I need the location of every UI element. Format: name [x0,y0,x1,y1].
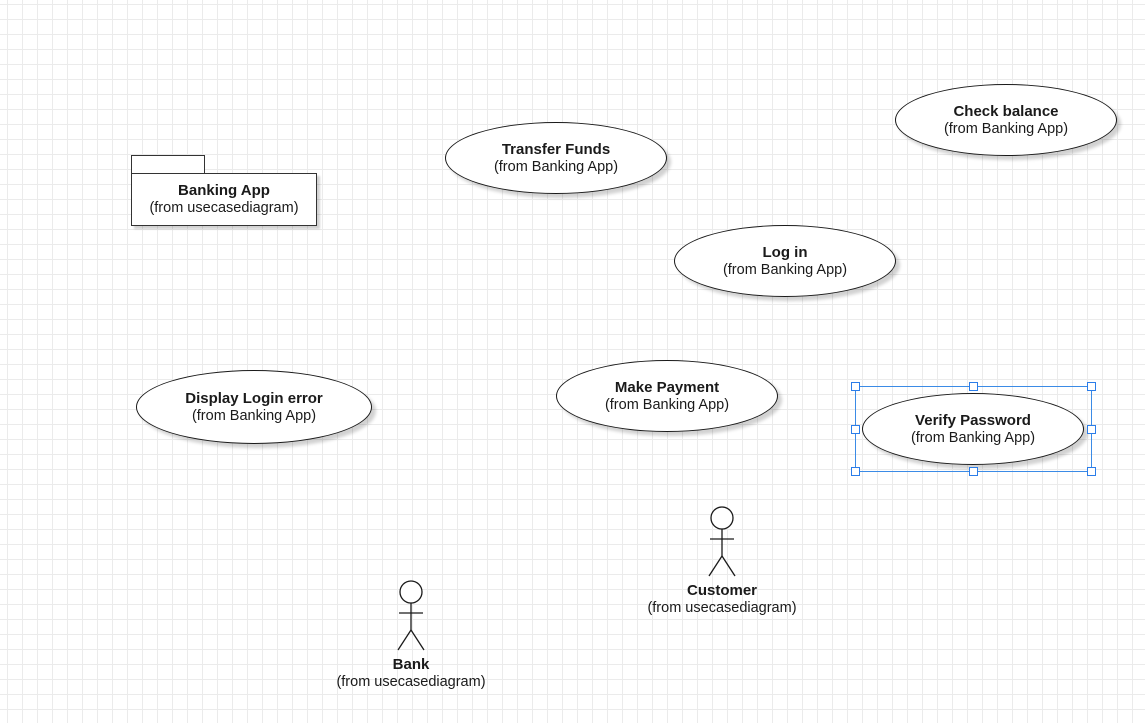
usecase-check-balance[interactable]: Check balance (from Banking App) [895,84,1117,156]
resize-handle-bottom[interactable] [969,467,978,476]
usecase-origin: (from Banking App) [604,396,730,413]
package-name: Banking App [178,182,270,199]
usecase-name: Log in [762,243,808,261]
usecase-name: Transfer Funds [501,140,611,158]
usecase-origin: (from Banking App) [910,429,1036,446]
usecase-verify-password[interactable]: Verify Password (from Banking App) [862,393,1084,465]
resize-handle-top-left[interactable] [851,382,860,391]
actor-origin: (from usecasediagram) [336,674,486,690]
resize-handle-left[interactable] [851,425,860,434]
usecase-name: Display Login error [185,389,323,407]
usecase-origin: (from Banking App) [191,407,317,424]
stick-figure-icon [397,580,425,651]
usecase-transfer-funds[interactable]: Transfer Funds (from Banking App) [445,122,667,194]
actor-customer[interactable]: Customer (from usecasediagram) [612,506,832,617]
usecase-display-login-error[interactable]: Display Login error (from Banking App) [136,370,372,444]
usecase-name: Check balance [953,102,1059,120]
actor-bank[interactable]: Bank (from usecasediagram) [301,580,521,691]
package-body: Banking App (from usecasediagram) [131,173,317,226]
usecase-origin: (from Banking App) [943,120,1069,137]
usecase-name: Verify Password [915,411,1031,429]
package-tab [131,155,205,173]
package-origin: (from usecasediagram) [149,200,299,216]
resize-handle-top[interactable] [969,382,978,391]
usecase-make-payment[interactable]: Make Payment (from Banking App) [556,360,778,432]
resize-handle-right[interactable] [1087,425,1096,434]
usecase-origin: (from Banking App) [722,261,848,278]
resize-handle-top-right[interactable] [1087,382,1096,391]
resize-handle-bottom-left[interactable] [851,467,860,476]
usecase-name: Make Payment [614,378,720,396]
resize-handle-bottom-right[interactable] [1087,467,1096,476]
actor-origin: (from usecasediagram) [647,600,797,616]
stick-figure-icon [708,506,736,577]
actor-name: Customer [686,582,757,599]
usecase-log-in[interactable]: Log in (from Banking App) [674,225,896,297]
usecase-origin: (from Banking App) [493,158,619,175]
actor-name: Bank [392,656,430,673]
package-banking-app[interactable]: Banking App (from usecasediagram) [131,155,321,230]
